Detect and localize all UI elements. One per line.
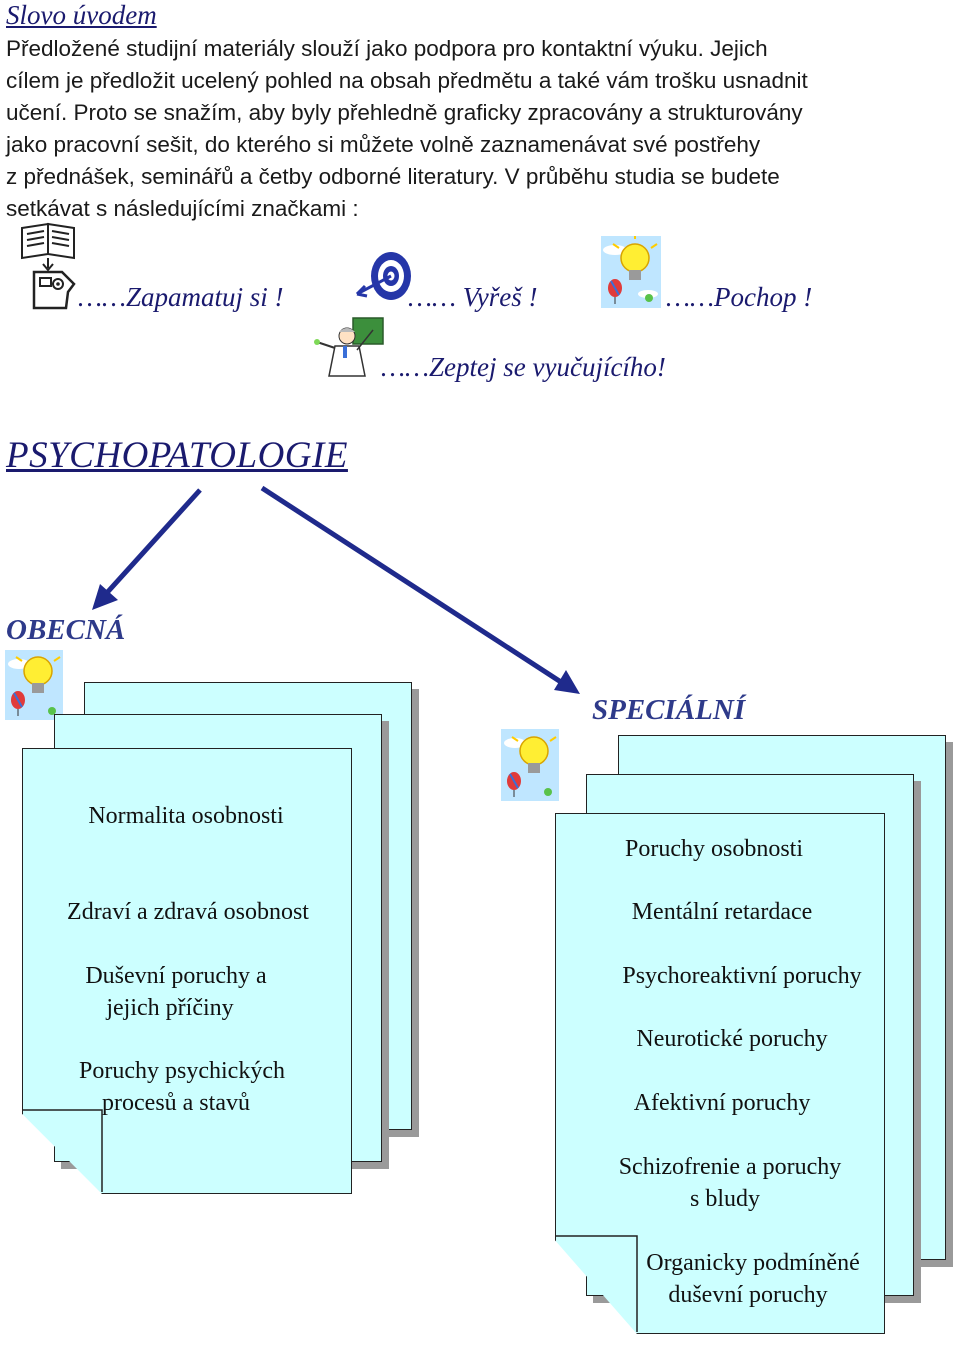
general-title: OBECNÁ (6, 614, 126, 646)
special-item: Organicky podmíněné (646, 1250, 860, 1276)
general-item: Zdraví a zdravá osobnost (67, 899, 309, 925)
general-item: Normalita osobnosti (88, 803, 284, 829)
intro-line: z přednášek, seminářů a četby odborné li… (6, 164, 780, 189)
general-item: jejich příčiny (106, 995, 234, 1021)
special-item: duševní poruchy (668, 1282, 828, 1308)
special-item: Afektivní poruchy (633, 1090, 811, 1116)
special-item: Mentální retardace (631, 899, 813, 925)
lightbulb-icon (501, 729, 559, 801)
special-title: SPECIÁLNÍ (592, 694, 746, 726)
page-curl (556, 1235, 638, 1332)
legend-ask-label: ……Zeptej se vyučujícího! (381, 352, 666, 382)
lightbulb-icon (601, 236, 661, 308)
special-item: Poruchy osobnosti (624, 836, 803, 862)
intro-line: učení. Proto se snažím, aby byly přehled… (6, 100, 803, 125)
book-head-icon (21, 222, 76, 310)
page-curl (23, 1109, 103, 1192)
main-title: PSYCHOPATOLOGIE (6, 435, 348, 476)
special-item: s bludy (689, 1186, 760, 1212)
target-arrow-icon (355, 252, 411, 300)
special-item: Neurotické poruchy (636, 1026, 828, 1052)
legend-understand-label: ……Pochop ! (666, 282, 813, 312)
special-item: Schizofrenie a poruchy (618, 1154, 842, 1180)
arrow-to-special (260, 485, 566, 687)
special-item: Psychoreaktivní poruchy (622, 963, 862, 989)
intro-heading: Slovo úvodem (6, 0, 157, 30)
lightbulb-icon (5, 650, 63, 720)
arrow-to-general (102, 488, 202, 598)
legend-solve-label: …… Vyřeš ! (408, 282, 538, 312)
general-item: procesů a stavů (102, 1090, 250, 1116)
intro-line: setkávat s následujícími značkami : (6, 196, 359, 221)
intro-line: cílem je předložit ucelený pohled na obs… (6, 68, 808, 93)
teacher-pointer-icon (314, 317, 384, 377)
legend-remember-label: ……Zapamatuj si ! (78, 282, 284, 312)
intro-paragraph: Předložené studijní materiály slouží jak… (6, 33, 946, 225)
intro-line: Předložené studijní materiály slouží jak… (6, 36, 768, 61)
general-item: Poruchy psychických (79, 1058, 285, 1084)
intro-line: jako pracovní sešit, do kterého si můžet… (6, 132, 761, 157)
general-item: Duševní poruchy a (85, 963, 267, 989)
